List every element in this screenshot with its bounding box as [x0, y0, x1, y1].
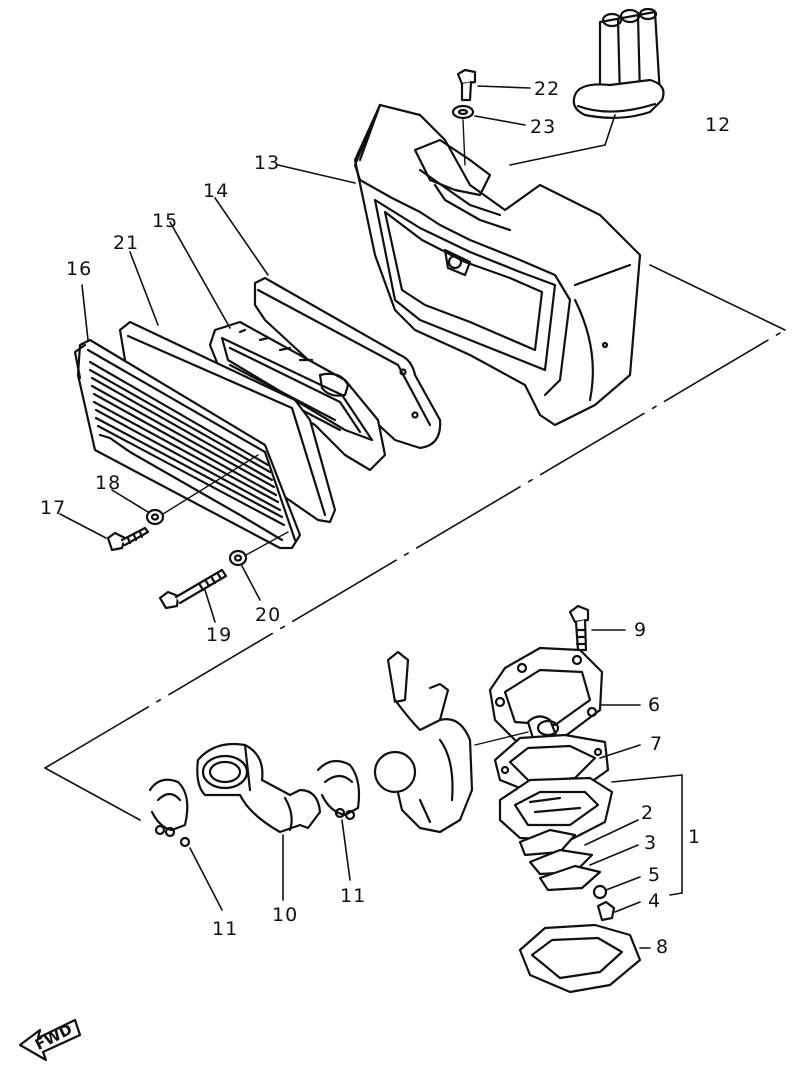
callout-12: 12: [705, 114, 732, 136]
grille-part: [73, 284, 302, 550]
callout-15: 15: [152, 210, 179, 232]
callout-19: 19: [206, 624, 233, 646]
callout-17: 17: [40, 497, 67, 519]
bolt-19-part: [158, 568, 228, 623]
bolt-17-part: [59, 513, 150, 552]
callout-5: 5: [648, 864, 662, 886]
callout-2: 2: [641, 802, 655, 824]
callout-4: 4: [648, 890, 662, 912]
filter-element-part: [214, 197, 442, 450]
callout-14: 14: [203, 180, 230, 202]
reed-valve-assembly-part: [498, 774, 683, 922]
callout-11-right: 11: [340, 885, 367, 907]
carburetor-part: [373, 650, 474, 834]
callout-3: 3: [644, 832, 658, 854]
callout-13: 13: [254, 152, 281, 174]
callout-8: 8: [656, 936, 670, 958]
callout-6: 6: [648, 694, 662, 716]
callout-1: 1: [688, 826, 702, 848]
hose-clamp-left-part: [148, 778, 223, 911]
air-box-case-part: [277, 103, 642, 427]
callout-16: 16: [66, 258, 93, 280]
callout-10: 10: [272, 904, 299, 926]
bolt-9-part: [568, 604, 626, 652]
callout-20: 20: [255, 604, 282, 626]
assembly-divider-lines: [44, 264, 786, 821]
callout-23: 23: [530, 116, 557, 138]
callout-9: 9: [634, 619, 648, 641]
callout-7: 7: [650, 733, 664, 755]
callout-22: 22: [534, 78, 561, 100]
intake-joint-part: [196, 742, 322, 901]
washer-20-part: [228, 531, 289, 601]
callout-21: 21: [113, 232, 140, 254]
washer-18-part: [111, 454, 259, 526]
callout-11-left: 11: [212, 918, 239, 940]
washer-23-part: [451, 104, 526, 166]
intake-duct-part: [509, 7, 665, 166]
bolt-22-part: [456, 68, 531, 102]
hose-clamp-right-part: [316, 759, 361, 881]
forward-arrow-icon: [18, 1018, 82, 1062]
callout-18: 18: [95, 472, 122, 494]
base-gasket-part: [518, 923, 651, 994]
